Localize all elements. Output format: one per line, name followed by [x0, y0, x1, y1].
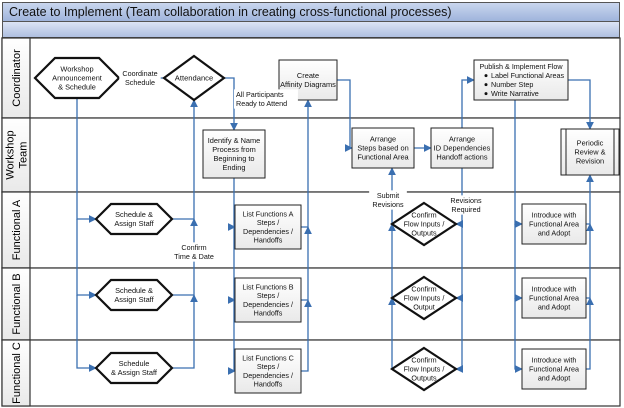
edge-attendance-to-identify — [224, 77, 238, 131]
node-sched-b: Schedule &Assign Staff — [94, 278, 174, 312]
edge-intro-c-to-bus — [586, 297, 594, 370]
lane-label: Coordinator — [11, 49, 23, 107]
node-attendance: Attendance — [162, 54, 226, 102]
edge-list-c-to-bus — [301, 299, 312, 372]
bullet-icon — [484, 83, 488, 87]
publish-bullet: Label Functional Areas — [491, 71, 565, 80]
edge-arrange-deps-to-publish — [461, 76, 475, 128]
svg-text:Schedule& Assign Staff: Schedule& Assign Staff — [111, 359, 158, 377]
node-sched-a: Schedule &Assign Staff — [94, 202, 174, 236]
edge-affinity-to-arrange-steps — [337, 79, 353, 152]
edge-workshop-down-c — [76, 295, 97, 372]
edge-publish-down-c — [514, 298, 523, 373]
title-bar: Create to Implement (Team collaboration … — [2, 2, 620, 22]
lane-label: Functional A — [11, 199, 23, 260]
lane-label: WorkshopTeam — [5, 130, 30, 179]
publish-bullet: Number Step — [491, 80, 533, 89]
node-sched-c: Schedule& Assign Staff — [94, 351, 174, 385]
diagram-title: Create to Implement (Team collaboration … — [9, 5, 452, 19]
edge-publish-to-periodic — [568, 79, 594, 130]
svg-text:Schedule &Assign Staff: Schedule &Assign Staff — [114, 210, 154, 228]
lane-label: Functional B — [11, 273, 23, 334]
svg-text:Attendance: Attendance — [175, 74, 213, 83]
lane-label: Functional C — [11, 342, 23, 404]
edge-sched-c-to-bus — [172, 294, 198, 369]
publish-title: Publish & Implement Flow — [479, 62, 563, 71]
bullet-icon — [484, 92, 488, 96]
svg-text:Schedule &Assign Staff: Schedule &Assign Staff — [114, 286, 154, 304]
lane-workshop-team: WorkshopTeam — [1, 117, 621, 193]
bullet-icon — [484, 74, 488, 78]
publish-bullet: Write Narrative — [491, 89, 539, 98]
